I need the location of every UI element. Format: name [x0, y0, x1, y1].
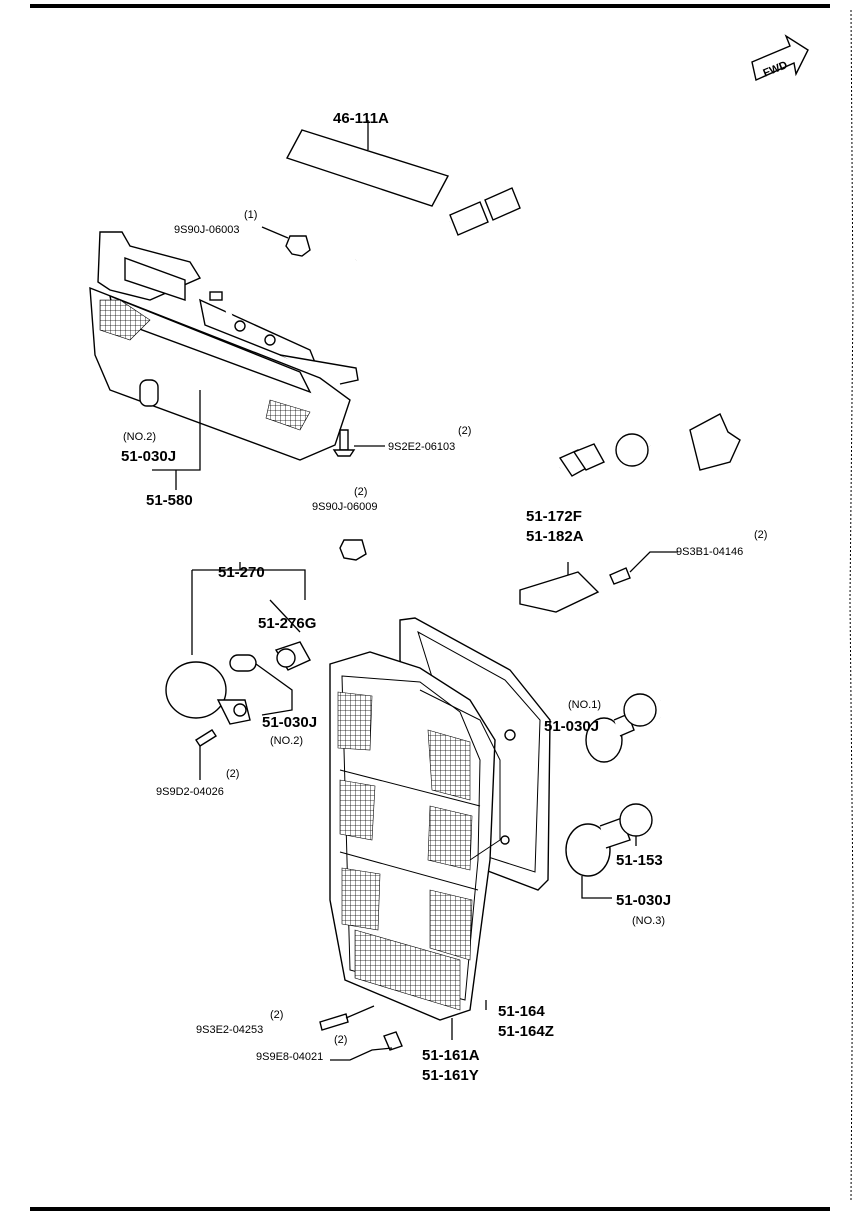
bulb-socket-51-153-part	[615, 413, 741, 846]
label-51-276G: 51-276G	[258, 615, 316, 632]
clip-51-172F-part	[519, 562, 600, 613]
label-9S3B1-04146: 9S3B1-04146	[676, 546, 743, 558]
label-51-030J-bottom: 51-030J	[616, 892, 671, 909]
label-qty-2c: (2)	[754, 529, 767, 541]
label-qty-2b: (2)	[354, 486, 367, 498]
label-qty-2a: (2)	[458, 425, 471, 437]
label-51-172F: 51-172F	[526, 508, 582, 525]
screw-04026-part	[195, 729, 217, 780]
label-qty-1: (1)	[244, 209, 257, 221]
label-51-270: 51-270	[218, 564, 265, 581]
fwd-arrow-icon: FWD	[751, 34, 809, 81]
label-qty-2e: (2)	[270, 1009, 283, 1021]
rear-combination-lamp-part	[329, 617, 551, 1021]
label-51-164: 51-164	[498, 1003, 545, 1020]
label-51-164Z: 51-164Z	[498, 1023, 554, 1040]
label-46-111A: 46-111A	[333, 110, 389, 127]
screw-06103-part	[332, 429, 385, 457]
bottom-border	[30, 1207, 830, 1211]
label-qty-2f: (2)	[334, 1034, 347, 1046]
label-9S90J-06003: 9S90J-06003	[174, 224, 239, 236]
label-51-030J-top: 51-030J	[121, 448, 176, 465]
label-9S9D2-04026: 9S9D2-04026	[156, 786, 224, 798]
grommet-06003-part	[261, 226, 311, 257]
grommet-06009-part	[339, 539, 367, 561]
top-border	[30, 4, 830, 8]
label-51-030J-left: 51-030J	[262, 714, 317, 731]
label-9S90J-06009: 9S90J-06009	[312, 501, 377, 513]
side-marker-lamp-part	[165, 562, 306, 725]
label-no2-left: (NO.2)	[270, 735, 303, 747]
label-no2-top: (NO.2)	[123, 431, 156, 443]
label-51-161Y: 51-161Y	[422, 1067, 479, 1084]
bulb-no1-part	[585, 713, 635, 763]
label-51-182A: 51-182A	[526, 528, 584, 545]
label-no1: (NO.1)	[568, 699, 601, 711]
label-9S9E8-04021: 9S9E8-04021	[256, 1051, 323, 1063]
label-51-153: 51-153	[616, 852, 663, 869]
label-9S3E2-04253: 9S3E2-04253	[196, 1024, 263, 1036]
screw-04146-part	[609, 551, 678, 585]
label-sheet-part	[285, 120, 450, 207]
screw-04253-part	[319, 1005, 375, 1031]
harness-connector-part	[309, 443, 605, 622]
right-edge	[849, 9, 854, 1201]
label-51-161A: 51-161A	[422, 1047, 480, 1064]
label-51-030J-right: 51-030J	[544, 718, 599, 735]
label-no3: (NO.3)	[632, 915, 665, 927]
label-qty-2d: (2)	[226, 768, 239, 780]
label-51-580: 51-580	[146, 492, 193, 509]
bulb-no2-top-part	[139, 379, 201, 471]
label-9S2E2-06103: 9S2E2-06103	[388, 441, 455, 453]
high-mount-lamp-part	[89, 187, 521, 461]
socket-51-276G-part	[269, 599, 311, 671]
screw-04021-part	[330, 1031, 403, 1061]
